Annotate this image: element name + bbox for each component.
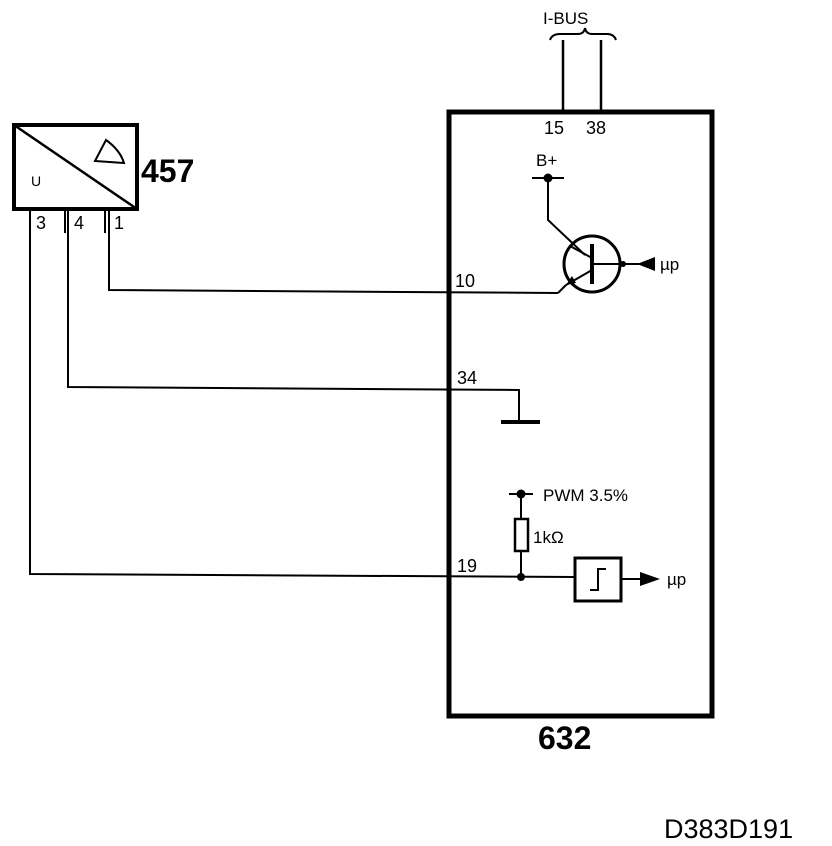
sensor-457: U 457 3 4 1 bbox=[12, 123, 194, 233]
pwm-label: PWM 3.5% bbox=[543, 486, 628, 505]
wire-pin1-to-10 bbox=[108, 209, 559, 294]
module-pin-38: 38 bbox=[586, 118, 606, 138]
wire-pin3-to-19 bbox=[29, 209, 576, 578]
sensor-id-label: 457 bbox=[141, 153, 194, 189]
supply-to-collector bbox=[547, 178, 586, 256]
emitter-lead bbox=[557, 284, 567, 294]
wire-pin4-to-34 bbox=[67, 209, 520, 421]
module-pin-10: 10 bbox=[455, 271, 475, 291]
transistor-collector bbox=[569, 245, 593, 259]
module-pin-34: 34 bbox=[457, 368, 477, 388]
module-pin-19: 19 bbox=[457, 556, 477, 576]
reference-label: D383D191 bbox=[664, 814, 793, 844]
module-632: 15 38 B+ µp 10 34 PWM 3.5% 1kΩ 19 bbox=[446, 109, 715, 756]
sensor-pin-4: 4 bbox=[74, 213, 84, 233]
input-node bbox=[517, 573, 525, 581]
mp-output-label: µp bbox=[660, 255, 679, 274]
base-arrow-icon bbox=[637, 257, 655, 271]
sensor-u-label: U bbox=[31, 173, 41, 189]
sensor-box bbox=[12, 123, 139, 211]
module-pin-15: 15 bbox=[544, 118, 564, 138]
sensor-pin-3: 3 bbox=[36, 213, 46, 233]
supply-label: B+ bbox=[536, 151, 557, 170]
resistor-icon bbox=[513, 517, 530, 553]
emitter-arrow-icon bbox=[566, 276, 576, 285]
schmitt-waveform-icon bbox=[590, 568, 606, 591]
i-bus-brace bbox=[549, 27, 617, 41]
mp-input-label: µp bbox=[667, 570, 686, 589]
trigger-arrow-icon bbox=[640, 572, 660, 586]
module-id-label: 632 bbox=[538, 720, 591, 756]
sensor-diagonal bbox=[13, 123, 138, 211]
sensor-symbol-icon bbox=[93, 138, 126, 165]
base-node bbox=[620, 261, 626, 267]
module-box bbox=[446, 109, 715, 719]
sensor-pin-1: 1 bbox=[114, 213, 124, 233]
i-bus-label: I-BUS bbox=[543, 9, 588, 28]
resistor-label: 1kΩ bbox=[533, 528, 564, 547]
i-bus: I-BUS bbox=[543, 9, 617, 112]
